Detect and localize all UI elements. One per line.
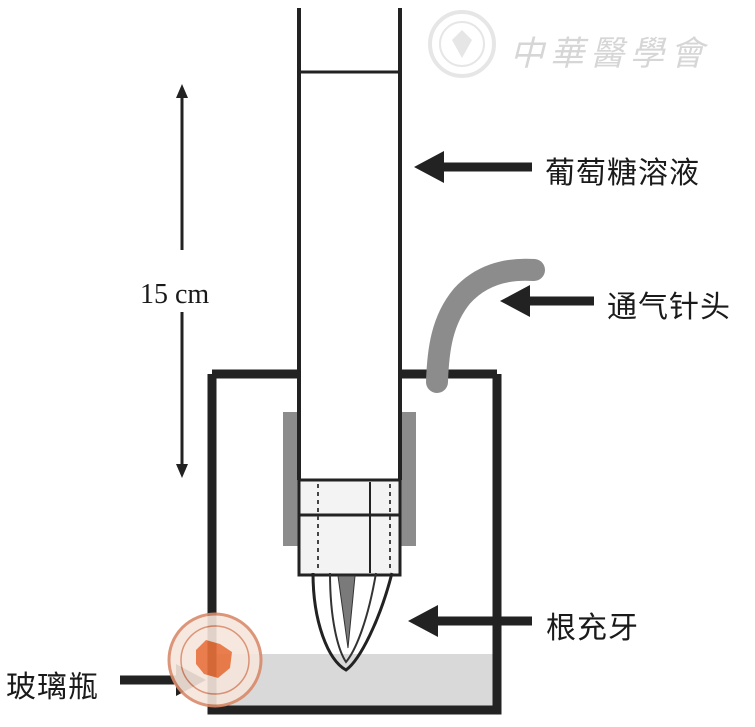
root-canal-filling [337,575,356,649]
seal-stamp [167,612,263,708]
seal-watermark [428,10,496,78]
arrow-glucose [414,151,532,183]
measure-arrow-up [176,84,188,98]
arrow-vent [500,285,594,317]
length-label: 15 cm [140,279,210,310]
measure-arrow-down [176,464,188,478]
arrow-tooth [408,605,532,637]
stopper-right [400,412,416,546]
tooth-inner-contour [329,572,377,664]
glass-bottle [207,369,502,715]
glucose-solution-label: 葡萄糖溶液 [545,156,700,191]
root-tooth [311,572,394,672]
stopper-left [283,412,299,546]
watermark-text: 中華醫學會 [510,34,710,74]
tube-collar [297,478,402,577]
vent-needle-label: 通气针头 [607,290,731,325]
vent-needle [426,258,545,393]
root-tooth-label: 根充牙 [546,611,639,646]
glass-bottle-label: 玻璃瓶 [6,670,99,705]
